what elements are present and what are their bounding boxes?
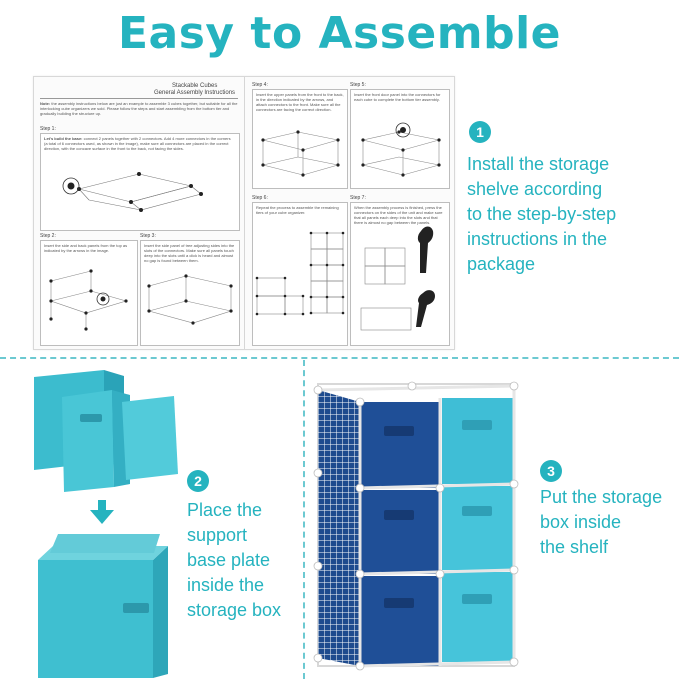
step7-label: Step 7: [350,195,366,201]
dark-drawers [360,402,440,666]
step3-diagram [147,274,233,325]
step5-text: Insert the front door panel into the con… [354,92,441,102]
step-2-line: support [187,525,248,545]
step7-diagram [360,226,435,331]
step-3-line: box inside [540,512,622,532]
step-2-line: inside the [187,575,265,595]
step3-panel: Insert the side panel of tree adjusting … [140,240,240,346]
step5-label: Step 5: [350,82,366,88]
step-3-line: the shelf [540,537,609,557]
step-1-line: shelve according [467,179,603,199]
page-title: Easy to Assemble [117,8,562,59]
step-1-line: Install the storage [467,154,610,174]
folded-storage-box [34,370,178,492]
light-drawers [442,398,514,662]
step-1-line: to the step-by-step [467,204,617,224]
step7-panel: When the assembly process is finished, p… [350,202,450,346]
step2-diagram [49,269,128,331]
step6-text: Repeat the process to assemble the remai… [256,205,339,215]
step6-label: Step 6: [252,195,268,201]
step-2-text: Place the support base plate inside the … [187,498,299,623]
vertical-divider [303,360,305,679]
step4-diagram [261,130,340,177]
step-3-text: Put the storage box inside the shelf [540,485,675,560]
step4-panel: Insert the upper panels from the front t… [252,89,348,189]
step4-label: Step 4: [252,82,268,88]
step5-panel: Insert the front door panel into the con… [350,89,450,189]
step-1-text: Install the storage shelve according to … [467,152,672,277]
cube-shelf [313,381,519,671]
step-3-line: Put the storage [540,487,663,507]
step-2-line: Place the [187,500,263,520]
note-text: the assembly instructions below are just… [40,101,238,116]
step2-panel: Insert the side and back panels from the… [40,240,138,346]
step-1-badge: 1 [469,121,491,143]
manual-title: Stackable Cubes [172,83,218,89]
step-3-badge: 3 [540,460,562,482]
step-1-line: instructions in the [467,229,608,249]
step-2-badge: 2 [187,470,209,492]
step2-text: Insert the side and back panels from the… [44,243,128,253]
step4-text: Insert the upper panels from the front t… [256,92,344,112]
step1-label: Step 1: [40,126,56,132]
open-storage-box [38,534,168,678]
step1-bold: Let's build the base: [44,136,83,141]
step3-text: Insert the side panel of tree adjusting … [144,243,235,263]
step6-panel: Repeat the process to assemble the remai… [252,202,348,346]
figure-pressing-icon [417,226,434,273]
note-label: Note: [40,101,51,106]
arrow-down-icon [90,500,114,524]
step5-diagram [361,122,441,177]
horizontal-divider [0,357,679,359]
step1-panel: Let's build the base: connect 2 panels t… [40,133,240,231]
manual-subtitle: General Assembly Instructions [154,90,236,96]
page-divider [244,77,245,349]
header-rule [40,98,238,99]
figure-bending-icon [416,290,435,327]
step-1-line: package [467,254,536,274]
step1-text: Let's build the base: connect 2 panels t… [44,136,234,151]
step-2-line: storage box [187,600,282,620]
instruction-manual: Stackable Cubes General Assembly Instruc… [33,76,455,350]
step6-diagram [255,231,345,316]
manual-note: Note: the assembly instructions below ar… [40,101,238,116]
step7-text: When the assembly process is finished, p… [354,205,443,225]
step2-label: Step 2: [40,233,56,239]
step1-diagram [62,172,203,212]
step3-label: Step 3: [140,233,156,239]
step-2-line: base plate [187,550,271,570]
step1-body: connect 2 panels together with 2 connect… [44,136,231,151]
